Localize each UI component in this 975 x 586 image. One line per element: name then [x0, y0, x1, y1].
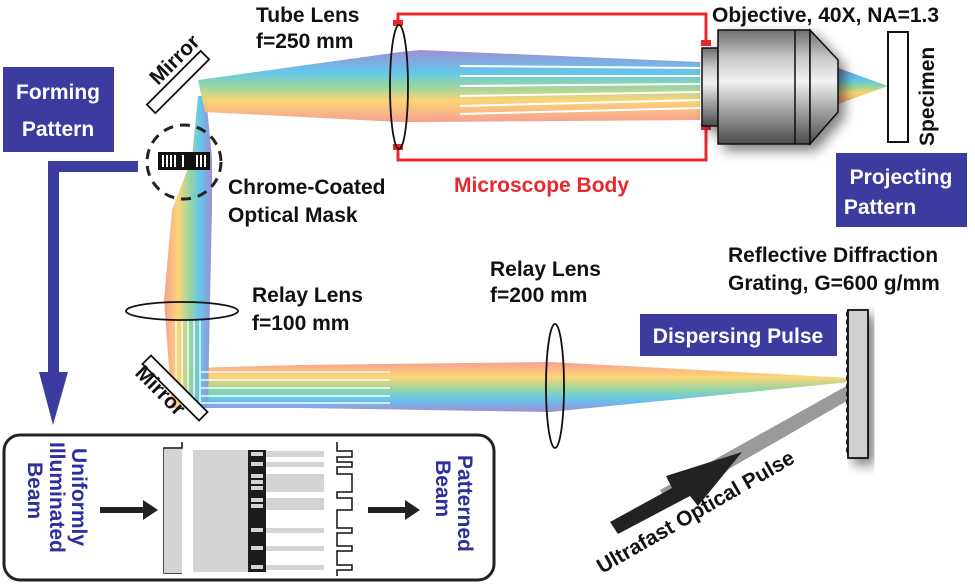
projecting-pattern-text-2: Pattern [844, 196, 916, 219]
focus-cone [838, 68, 888, 104]
mask-label-1: Chrome-Coated [228, 176, 386, 199]
microscope-body-label: Microscope Body [454, 174, 629, 197]
dispersing-pulse-text: Dispersing Pulse [653, 325, 823, 348]
dispersing-pulse-box [640, 314, 837, 356]
tube-beam [198, 50, 700, 122]
microscope-body [396, 12, 708, 162]
objective-label: Objective, 40X, NA=1.3 [712, 4, 939, 27]
relay-lens-1-label-1: Relay Lens [252, 284, 363, 307]
inset-input-text-1: Uniformly [67, 448, 90, 546]
specimen-slide [887, 31, 909, 143]
input-arrow [100, 500, 158, 520]
forming-pattern-box [3, 67, 114, 152]
forming-pattern-text-1: Forming [16, 81, 100, 104]
output-arrow [368, 500, 420, 520]
inset-input-text-2: Illuminated [45, 442, 68, 553]
optical-mask [158, 152, 210, 170]
beamlet-lines-top [459, 65, 701, 115]
tube-lens-label-1: Tube Lens [256, 4, 359, 27]
grating-label-1: Reflective Diffraction [728, 244, 938, 267]
forming-flow-arrow [39, 161, 138, 425]
pulse-arrow [610, 452, 742, 534]
relay-lens-1-label-2: f=100 mm [252, 312, 349, 335]
inset-output-text-1: Patterned [453, 455, 476, 552]
relay-lens-2-label-2: f=200 mm [490, 284, 587, 307]
mirror-bottom [141, 354, 209, 422]
inset-illustration [100, 442, 420, 576]
specimen-label: Specimen [916, 47, 939, 146]
objective-lens [701, 28, 839, 146]
relay-lens-1 [125, 301, 239, 321]
mask-highlight-circle [145, 123, 223, 201]
relay-lens-2 [545, 323, 565, 449]
grating-label-2: Grating, G=600 g/mm [728, 272, 940, 295]
relay-lens-2-label-1: Relay Lens [490, 258, 601, 281]
beamlet-lines-horizontal [200, 371, 390, 404]
projecting-pattern-text-1: Projecting [850, 166, 953, 189]
ultrafast-pulse-label: Ultrafast Optical Pulse [593, 446, 799, 578]
diffraction-grating [846, 309, 869, 459]
mirror-top [145, 49, 211, 115]
mask-label-2: Optical Mask [228, 204, 358, 227]
inset-output-text-2: Beam [431, 460, 454, 517]
tube-lens [389, 24, 409, 150]
projecting-pattern-box [836, 153, 967, 227]
tube-lens-label-2: f=250 mm [256, 30, 353, 53]
inset-input-text-3: Beam [23, 462, 46, 519]
microscope-mounts [393, 20, 711, 150]
forming-pattern-text-2: Pattern [22, 118, 94, 141]
dispersed-beam [190, 362, 850, 412]
